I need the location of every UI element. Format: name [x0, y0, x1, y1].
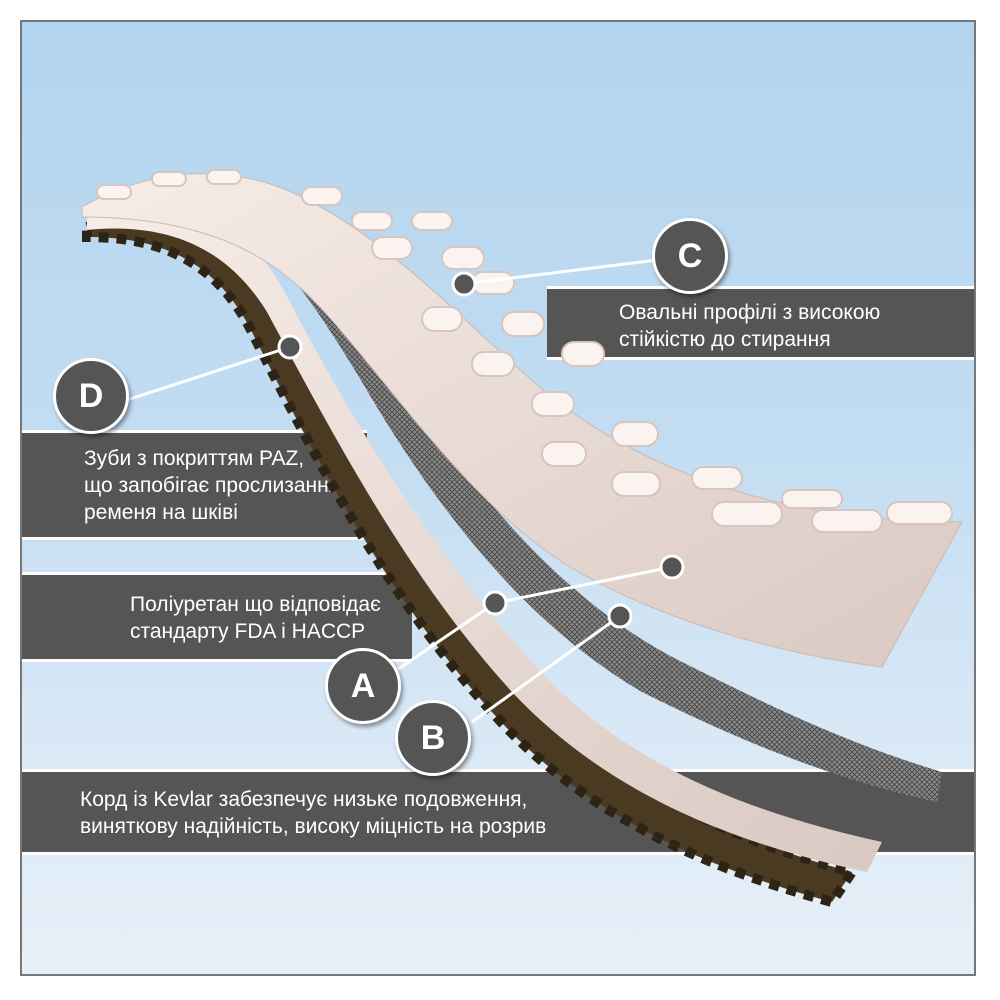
callout-c-band: Овальні профілі з високою стійкістю до с… — [547, 286, 974, 360]
callout-d-line: ременя на шківі — [84, 501, 238, 524]
callout-a-band: Поліуретан що відповідає стандарту FDA і… — [22, 572, 412, 662]
callout-b-line: виняткову надійність, високу міцність на… — [80, 815, 547, 838]
callout-a-line: Поліуретан що відповідає — [130, 593, 381, 616]
callout-b-badge: B — [395, 700, 471, 776]
callout-a-line: стандарту FDA і HACCP — [130, 620, 366, 643]
callout-d-band: Зуби з покриттям PAZ, що запобігає просл… — [22, 430, 367, 540]
callout-c-line: стійкістю до стирання — [619, 328, 831, 351]
callout-a-badge: A — [325, 648, 401, 724]
callout-d-line: що запобігає прослизання — [84, 474, 341, 497]
belt-illustration — [81, 169, 963, 908]
diagram-frame: Зуби з покриттям PAZ, що запобігає просл… — [20, 20, 976, 976]
callout-b-line: Корд із Kevlar забезпечує низьке подовже… — [80, 788, 528, 811]
callout-c-badge: C — [652, 218, 728, 294]
callout-b-band: Корд із Kevlar забезпечує низьке подовже… — [22, 769, 974, 855]
callout-d-badge: D — [53, 358, 129, 434]
leader-lines — [126, 258, 673, 724]
callout-c-line: Овальні профілі з високою — [619, 301, 881, 324]
oval-profiles — [96, 169, 953, 533]
callout-d-line: Зуби з покриттям PAZ, — [84, 447, 305, 470]
top-profile-layer — [81, 173, 963, 668]
marker-rings — [277, 271, 685, 629]
